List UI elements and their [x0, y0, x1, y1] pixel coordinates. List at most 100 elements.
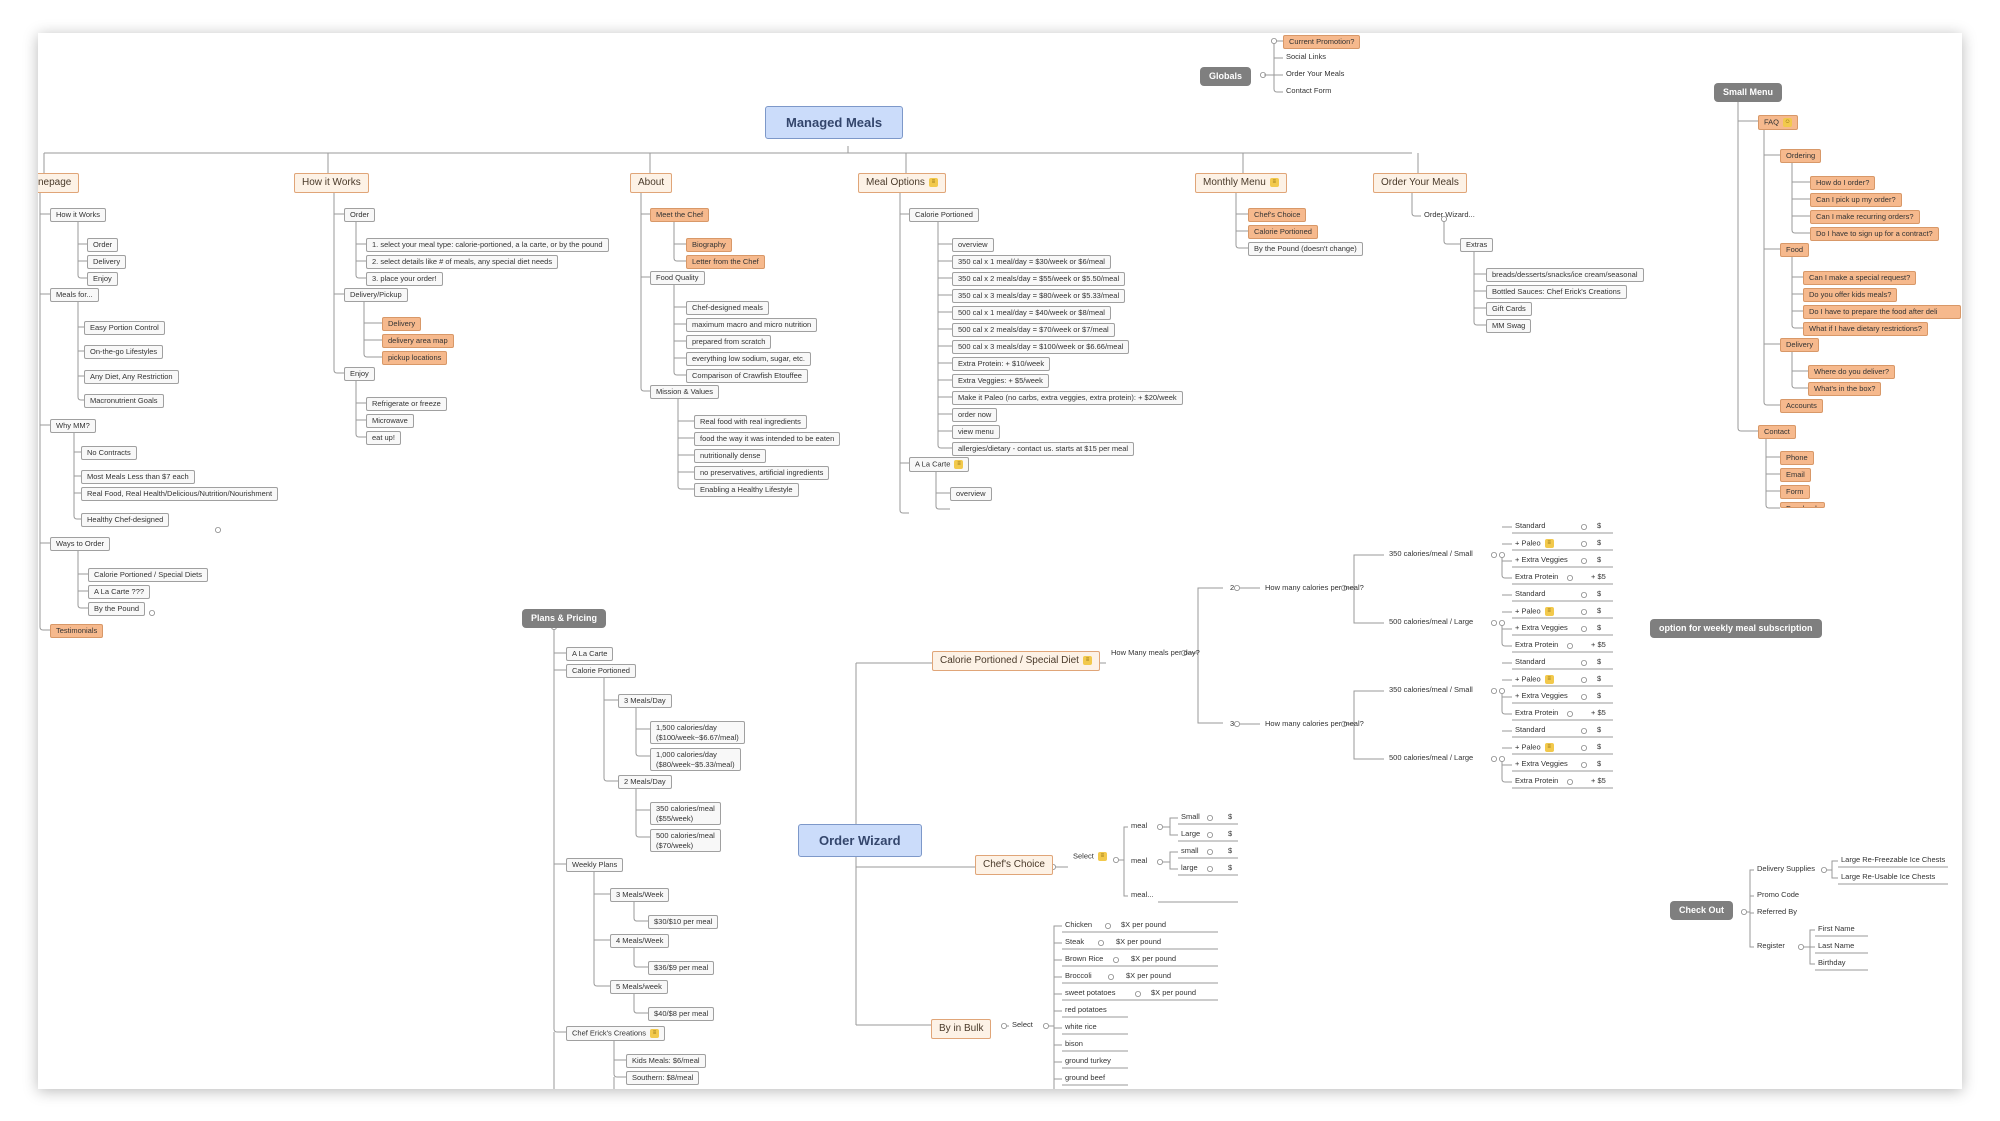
wizard-by-in-bulk[interactable]: By in Bulk — [931, 1019, 992, 1039]
addon-option[interactable]: Extra Protein — [1512, 776, 1561, 786]
extras-subtopic[interactable]: Extras — [1460, 238, 1494, 252]
calorie-item[interactable]: Extra Protein: + $10/week — [952, 357, 1051, 371]
select-label[interactable]: Select≡ — [1070, 851, 1110, 862]
delivery-item[interactable]: Delivery — [382, 317, 422, 331]
extras-item[interactable]: breads/desserts/snacks/ice cream/seasona… — [1486, 268, 1644, 282]
addon-option[interactable]: + Extra Veggies — [1512, 759, 1571, 769]
hiw-item[interactable]: Enjoy — [87, 272, 118, 286]
mission-item[interactable]: food the way it was intended to be eaten — [694, 432, 841, 446]
select-label[interactable]: Select — [1012, 1020, 1033, 1029]
mission-subtopic[interactable]: Mission & Values — [650, 385, 719, 399]
order-subtopic[interactable]: Order — [344, 208, 376, 222]
meal-option[interactable]: meal — [1131, 856, 1148, 865]
addon-option[interactable]: + Paleo≡ — [1512, 742, 1557, 753]
meals-for-item[interactable]: Easy Portion Control — [84, 321, 165, 335]
faq-question[interactable]: What if I have dietary restrictions? — [1803, 322, 1928, 336]
order-step[interactable]: 2. select details like # of meals, any s… — [366, 255, 559, 269]
bulk-item[interactable]: red potatoes — [1065, 1005, 1107, 1014]
monthly-menu-item[interactable]: Calorie Portioned — [1248, 225, 1318, 239]
register-field[interactable]: Last Name — [1818, 941, 1855, 950]
addon-option[interactable]: Standard — [1512, 589, 1548, 599]
delivery-pickup-subtopic[interactable]: Delivery/Pickup — [344, 288, 408, 302]
root-topic-managed-meals[interactable]: Managed Meals — [765, 106, 904, 139]
globals-item[interactable]: Current Promotion? — [1283, 35, 1361, 49]
calorie-item[interactable]: view menu — [952, 425, 1000, 439]
addon-option[interactable]: + Paleo≡ — [1512, 674, 1557, 685]
ways-item[interactable]: By the Pound — [88, 602, 146, 616]
food-quality-subtopic[interactable]: Food Quality — [650, 271, 705, 285]
plans-pricing-topic[interactable]: Plans & Pricing — [522, 609, 607, 628]
plans-chef-creations[interactable]: Chef Erick's Creations≡ — [566, 1026, 665, 1041]
small-size-option[interactable]: 350 calories/meal / Small — [1389, 685, 1473, 694]
ways-to-order-subtopic[interactable]: Ways to Order — [50, 537, 111, 551]
meals-for-item[interactable]: On-the-go Lifestyles — [84, 345, 164, 359]
why-item[interactable]: Real Food, Real Health/Delicious/Nutriti… — [81, 487, 279, 501]
chef-item[interactable]: Letter from the Chef — [686, 255, 765, 269]
quality-item[interactable]: Comparison of Crawfish Etouffee — [686, 369, 808, 383]
calorie-item[interactable]: Make it Paleo (no carbs, extra veggies, … — [952, 391, 1183, 405]
ordering-topic[interactable]: Ordering — [1780, 149, 1822, 163]
meals-option-2[interactable]: 2 — [1230, 583, 1235, 592]
delivery-item[interactable]: delivery area map — [382, 334, 454, 348]
wizard-chefs-choice[interactable]: Chef's Choice — [975, 855, 1053, 875]
wizard-calorie-branch[interactable]: Calorie Portioned / Special Diet≡ — [932, 651, 1100, 672]
large-size-option[interactable]: 500 calories/meal / Large — [1389, 753, 1474, 762]
plans-weekly[interactable]: Weekly Plans — [566, 858, 624, 872]
size-small[interactable]: Small — [1181, 812, 1200, 821]
why-item[interactable]: Most Meals Less than $7 each — [81, 470, 195, 484]
calorie-item[interactable]: overview — [952, 238, 994, 252]
faq-question[interactable]: Do I have to prepare the food after deli — [1803, 305, 1961, 319]
order-your-meals-topic[interactable]: Order Your Meals — [1373, 173, 1467, 193]
meals-for-subtopic[interactable]: Meals for... — [50, 288, 99, 302]
meet-chef-subtopic[interactable]: Meet the Chef — [650, 208, 710, 222]
how-it-works-subtopic[interactable]: How it Works — [50, 208, 107, 222]
small-size-option[interactable]: 350 calories/meal / Small — [1389, 549, 1473, 558]
calorie-item[interactable]: Extra Veggies: + $5/week — [952, 374, 1049, 388]
monthly-menu-topic[interactable]: Monthly Menu≡ — [1195, 173, 1287, 194]
calorie-item[interactable]: 500 cal x 3 meals/day = $100/week or $6.… — [952, 340, 1130, 354]
globals-item[interactable]: Social Links — [1286, 52, 1327, 61]
bulk-item[interactable]: sweet potatoes — [1065, 988, 1116, 997]
plans-cc-item[interactable]: Kids Meals: $6/meal — [626, 1054, 706, 1068]
mission-item[interactable]: Real food with real ingredients — [694, 415, 807, 429]
calorie-item[interactable]: 500 cal x 1 meal/day = $40/week or $8/me… — [952, 306, 1111, 320]
meals-for-item[interactable]: Macronutrient Goals — [84, 394, 164, 408]
register-field[interactable]: First Name — [1818, 924, 1855, 933]
about-topic[interactable]: About — [630, 173, 673, 193]
contact-item[interactable]: Email — [1780, 468, 1811, 482]
how-it-works-topic[interactable]: How it Works — [294, 173, 369, 193]
plans-5-meals-week[interactable]: 5 Meals/week — [610, 980, 668, 994]
calorie-item[interactable]: order now — [952, 408, 998, 422]
bulk-item[interactable]: Brown Rice — [1065, 954, 1104, 963]
why-mm-subtopic[interactable]: Why MM? — [50, 419, 96, 433]
alacarte-item[interactable]: overview — [950, 487, 992, 501]
enjoy-item[interactable]: Microwave — [366, 414, 414, 428]
calorie-item[interactable]: 350 cal x 1 meal/day = $30/week or $6/me… — [952, 255, 1111, 269]
addon-option[interactable]: + Extra Veggies — [1512, 691, 1571, 701]
homepage-topic[interactable]: nepage — [38, 173, 80, 193]
faq-question[interactable]: What's in the box? — [1808, 382, 1882, 396]
meals-option-3[interactable]: 3 — [1230, 719, 1235, 728]
faq-question[interactable]: How do I order? — [1810, 176, 1876, 190]
promo-code[interactable]: Promo Code — [1757, 890, 1800, 899]
faq-topic[interactable]: FAQ☺ — [1758, 115, 1799, 130]
contact-item[interactable]: Form — [1780, 485, 1810, 499]
order-step[interactable]: 1. select your meal type: calorie-portio… — [366, 238, 609, 252]
why-item[interactable]: Healthy Chef-designed — [81, 513, 170, 527]
faq-question[interactable]: Can I make recurring orders? — [1810, 210, 1920, 224]
faq-question[interactable]: Where do you deliver? — [1808, 365, 1896, 379]
plans-tier[interactable]: 1,000 calories/day($80/week~$5.33/meal) — [650, 748, 741, 771]
addon-option[interactable]: + Extra Veggies — [1512, 555, 1571, 565]
plans-tier[interactable]: 1,500 calories/day($100/week~$6.67/meal) — [650, 721, 745, 744]
plans-price[interactable]: $40/$8 per meal — [648, 1007, 715, 1021]
quality-item[interactable]: Chef-designed meals — [686, 301, 769, 315]
size-small[interactable]: small — [1181, 846, 1199, 855]
meal-option[interactable]: meal... — [1131, 890, 1154, 899]
faq-question[interactable]: Can I make a special request? — [1803, 271, 1917, 285]
size-large[interactable]: Large — [1181, 829, 1201, 838]
a-la-carte-subtopic[interactable]: A La Carte≡ — [909, 457, 970, 472]
plans-price[interactable]: $36/$9 per meal — [648, 961, 715, 975]
addon-option[interactable]: + Paleo≡ — [1512, 538, 1557, 549]
enjoy-item[interactable]: Refrigerate or freeze — [366, 397, 447, 411]
addon-option[interactable]: Standard — [1512, 657, 1548, 667]
